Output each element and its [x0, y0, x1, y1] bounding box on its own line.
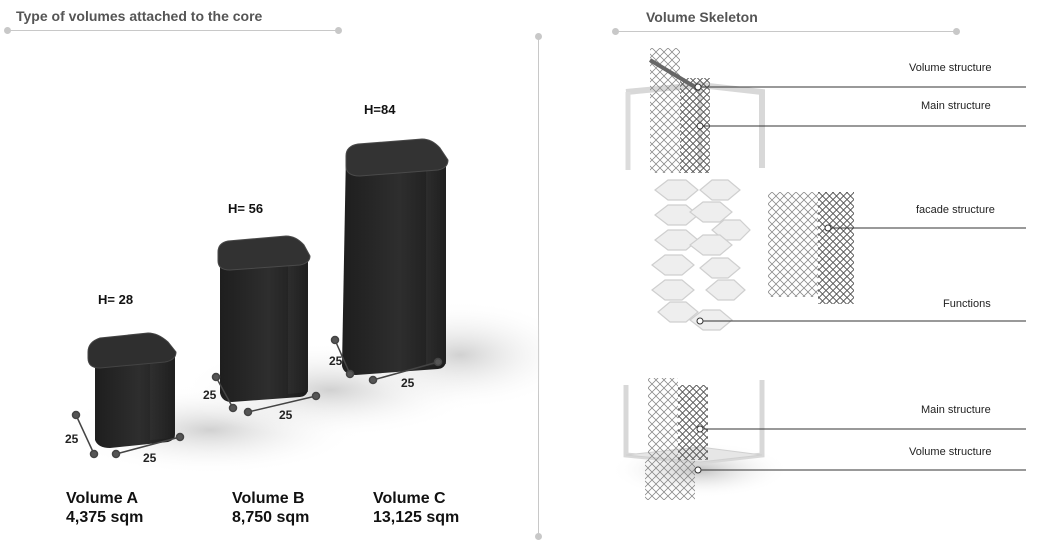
callout-volume-structure-top: Volume structure [909, 62, 992, 74]
volume-c-name: Volume C [373, 490, 446, 507]
left-title-rule [8, 30, 338, 31]
callout-main-structure-top: Main structure [921, 100, 991, 112]
volume-b-area: 8,750 sqm [232, 509, 310, 526]
volume-b-name: Volume B [232, 490, 305, 507]
volume-b-depth-label: 25 [203, 388, 217, 402]
volume-c-width-label: 25 [401, 376, 415, 390]
volume-a-block [87, 332, 177, 448]
callout-leaders [698, 86, 1026, 471]
divider-bottom-dot [535, 533, 542, 540]
volumes-illustration [60, 138, 540, 475]
volume-b-block [217, 235, 311, 402]
left-section-title: Type of volumes attached to the core [16, 8, 263, 24]
dimension-lines [71, 335, 443, 459]
volume-a-name: Volume A [66, 490, 139, 507]
functions-module [651, 179, 751, 331]
right-title-rule-start-dot [612, 28, 619, 35]
volume-c-area: 13,125 sqm [373, 509, 460, 526]
volume-a-width-label: 25 [143, 451, 157, 465]
right-title-rule-end-dot [953, 28, 960, 35]
callout-functions: Functions [943, 298, 991, 310]
volume-a-depth-label: 25 [65, 432, 79, 446]
volume-a-area: 4,375 sqm [66, 509, 144, 526]
title-rule-end-dot [335, 27, 342, 34]
callout-anchors [694, 83, 832, 474]
volume-a-height-label: H= 28 [98, 292, 134, 307]
top-skeleton-module [625, 48, 765, 173]
callout-volume-structure-bottom: Volume structure [909, 446, 992, 458]
panel-divider [538, 37, 539, 537]
volume-c-height-label: H=84 [364, 102, 396, 117]
title-rule-start-dot [4, 27, 11, 34]
volume-b-width-label: 25 [279, 408, 293, 422]
bottom-skeleton-module [610, 378, 790, 500]
right-title-rule [616, 31, 956, 32]
callout-facade-structure: facade structure [916, 204, 995, 216]
callout-main-structure-bottom: Main structure [921, 404, 991, 416]
right-section-title: Volume Skeleton [646, 9, 758, 25]
divider-top-dot [535, 33, 542, 40]
volume-c-depth-label: 25 [329, 354, 343, 368]
facade-panel [768, 192, 854, 304]
volume-c-block [342, 138, 449, 375]
hex-cells [651, 179, 751, 331]
volume-b-height-label: H= 56 [228, 201, 264, 216]
